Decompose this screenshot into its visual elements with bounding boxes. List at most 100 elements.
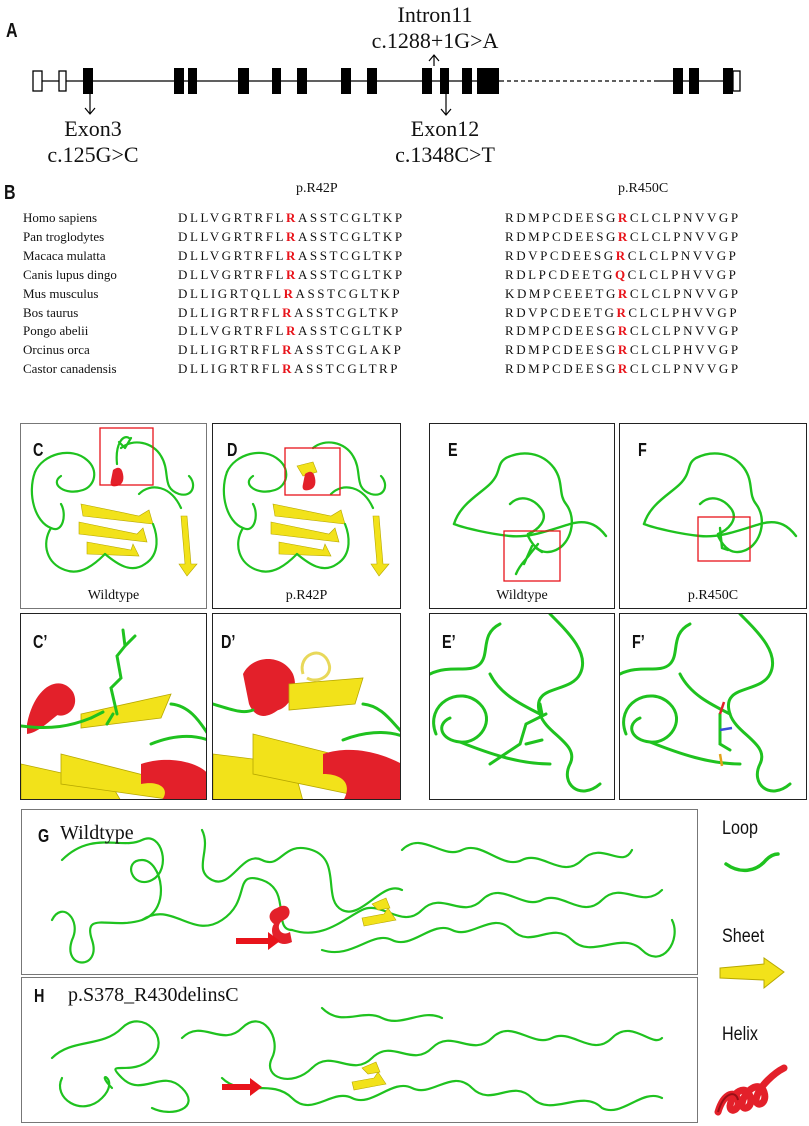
panel-label-c-zoom: C’: [33, 632, 48, 652]
mutation-residue: R: [286, 247, 298, 263]
sequence-segment: RDVPCDEETG: [505, 304, 617, 320]
sequence-segment: DLLIGRTRFL: [178, 304, 283, 320]
legend-loop-label: Loop: [722, 818, 758, 839]
caption-e: Wildtype: [496, 588, 548, 603]
sequence-segment: DLLVGRTRFL: [178, 266, 287, 282]
legend-sheet-label: Sheet: [722, 926, 765, 947]
sequence-segment: ASSTCGLTKP: [294, 304, 401, 320]
panel-e-zoom: E’: [429, 613, 615, 800]
legend-helix-label: Helix: [722, 1024, 758, 1045]
sequence-segment: RDMPCDEESG: [505, 361, 618, 377]
panel-label-e: E: [448, 440, 458, 460]
mutation-residue: R: [617, 228, 630, 244]
sequence-segment: RDLPCDEETG: [505, 266, 615, 282]
mutation-residue: R: [286, 228, 298, 244]
sequence-segment: CLCLPHVVGP: [628, 304, 740, 320]
sequence-segment: ASSTCGLTKP: [297, 266, 405, 282]
sequence-r450c: RDVPCDEESGRCLCLPNVVGP: [505, 247, 738, 265]
sequence-segment: ASSTCGLTRP: [294, 361, 401, 377]
sequence-segment: RDMPCDEESG: [505, 323, 618, 339]
mutation-residue: R: [617, 210, 630, 225]
mutation-residue: R: [286, 210, 298, 225]
sequence-segment: CLCLPNVVGP: [629, 323, 741, 339]
structure-d: [222, 441, 390, 577]
sequence-segment: ASSTCGLTKP: [297, 247, 405, 263]
mutation-residue: R: [286, 323, 298, 339]
panel-g: Wildtype G: [21, 809, 698, 975]
mutation-residue: R: [286, 266, 298, 282]
mutation-residue: R: [616, 304, 629, 320]
structure-f-zoom: [620, 614, 792, 793]
structure-g: [50, 828, 676, 964]
sequence-segment: DLLIGRTRFL: [178, 361, 283, 377]
panel-e: E Wildtype: [429, 423, 615, 609]
panel-f: F p.R450C: [619, 423, 807, 609]
sequence-r42p: DLLIGRTRFLRASSTCGLTRP: [178, 360, 400, 378]
alignment-header-r42p: p.R42P: [296, 181, 338, 196]
sequence-r42p: DLLVGRTRFLRASSTCGLTKP: [178, 228, 405, 246]
sequence-segment: CLCLPNVVGP: [629, 361, 741, 377]
structure-e-zoom: [430, 614, 602, 793]
exon-blocks: [83, 68, 733, 94]
sequence-r450c: RDMPCDEESGRCLCLPHVVGP: [505, 341, 741, 359]
sequence-segment: RDMPCDEESG: [505, 228, 618, 244]
sequence-segment: ASSTCGLAKP: [294, 342, 404, 358]
intron11-name: Intron11: [397, 2, 473, 27]
intron11-variant: c.1288+1G>A: [371, 28, 499, 53]
panel-label-e-zoom: E’: [442, 632, 456, 652]
gene-schematic: [32, 54, 741, 116]
exon3-name: Exon3: [64, 116, 122, 141]
sequence-segment: KDMPCEEETG: [505, 285, 618, 301]
sequence-r450c: RDMPCDEESGRCLCLPNVVGP: [505, 360, 741, 378]
panel-h: p.S378_R430delinsC H: [21, 977, 698, 1123]
sequence-r42p: DLLVGRTRFLRASSTCGLTKP: [178, 247, 405, 265]
panel-label-a: A: [6, 20, 18, 42]
structure-f: [642, 452, 798, 562]
panel-label-g: G: [38, 826, 50, 846]
legend-helix-icon: [714, 1064, 788, 1116]
legend-sheet-icon: [719, 957, 785, 990]
sequence-segment: ASSTCGLTKP: [295, 285, 403, 301]
intron11-label: Intron11 c.1288+1G>A: [360, 2, 510, 54]
sequence-r450c: RDLPCDEETGQCLCLPHVVGP: [505, 266, 738, 284]
sequence-segment: ASSTCGLTKP: [297, 210, 405, 225]
species-name: Mus musculus: [23, 285, 99, 301]
sequence-r450c: KDMPCEEETGRCLCLPNVVGP: [505, 285, 741, 303]
panel-label-b: B: [4, 182, 16, 204]
exon12-name: Exon12: [410, 116, 480, 141]
sequence-segment: ASSTCGLTKP: [297, 228, 405, 244]
sequence-r450c: RDMPCDEESGRCLCLPNVVGP: [505, 209, 741, 227]
sequence-segment: DLLVGRTRFL: [178, 228, 287, 244]
species-name: Homo sapiens: [23, 210, 98, 225]
species-name: Orcinus orca: [23, 342, 90, 358]
utr5-box-2: [58, 70, 67, 92]
species-name: Bos taurus: [23, 304, 79, 320]
species-name: Pongo abelii: [23, 323, 89, 339]
sequence-segment: CLCLPNVVGP: [629, 210, 741, 225]
exon3-label: Exon3 c.125G>C: [28, 116, 158, 168]
sequence-segment: DLLIGRTQLL: [178, 285, 284, 301]
caption-d: p.R42P: [285, 588, 328, 603]
panel-label-f-zoom: F’: [632, 632, 645, 652]
species-name: Macaca mulatta: [23, 247, 106, 263]
structure-c: [30, 427, 198, 577]
panel-f-zoom: F’: [619, 613, 807, 800]
mutation-residue: R: [615, 247, 628, 263]
sequence-segment: DLLIGRTRFL: [178, 342, 283, 358]
utr3-box: [732, 70, 741, 92]
caption-f: p.R450C: [687, 588, 739, 603]
sequence-segment: CLCLPNVVGP: [629, 228, 741, 244]
sequence-r450c: RDVPCDEETGRCLCLPHVVGP: [505, 304, 739, 322]
sequence-r450c: RDMPCDEESGRCLCLPNVVGP: [505, 322, 741, 340]
sequence-segment: CLCLPNVVGP: [627, 247, 739, 263]
panel-label-d-zoom: D’: [221, 632, 236, 652]
structure-h: [50, 1006, 664, 1113]
exon12-label: Exon12 c.1348C>T: [380, 116, 510, 168]
panel-label-c: C: [33, 440, 44, 460]
mutation-residue: R: [617, 342, 630, 358]
structure-d-zoom: [213, 651, 400, 799]
mutation-residue: R: [282, 304, 295, 320]
sequence-r450c: RDMPCDEESGRCLCLPNVVGP: [505, 228, 741, 246]
mutation-residue: R: [617, 323, 630, 339]
species-name: Castor canadensis: [23, 361, 117, 377]
